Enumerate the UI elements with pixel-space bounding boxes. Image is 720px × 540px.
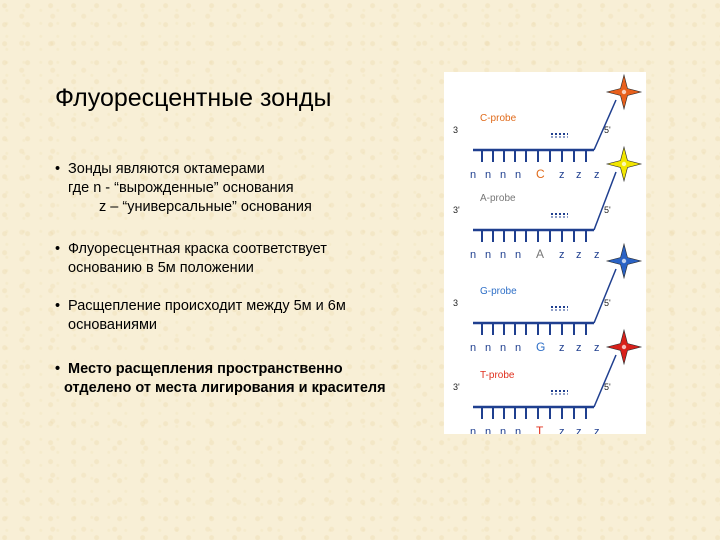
dye-star-highlight: [621, 258, 627, 264]
sequence-letter: z: [576, 426, 582, 434]
sequence-letter: n: [470, 169, 476, 181]
key-base-letter: G: [536, 340, 545, 354]
sequence-letter: z: [594, 249, 600, 261]
key-base-letter: C: [536, 167, 545, 181]
bullet-line: Флуоресцентная краска соответствует: [68, 241, 327, 257]
probe-5prime-label: 5': [604, 205, 611, 215]
dye-linker: [593, 99, 617, 151]
probe-3prime-label: 3: [453, 125, 458, 135]
sequence-letter: n: [485, 426, 491, 434]
probe-name-label: T-probe: [480, 370, 515, 381]
bullet-line: отделено от места лигирования и красител…: [64, 380, 386, 396]
bullet-site-separation: • Место расщепления пространственно отде…: [55, 360, 386, 398]
sequence-letter: n: [470, 342, 476, 354]
dye-linker: [593, 268, 617, 324]
dye-star-highlight: [621, 344, 627, 350]
dye-linker: [593, 354, 617, 408]
sequence-letter: z: [576, 342, 582, 354]
sequence-letter: n: [515, 426, 521, 434]
bullet-octamers: • Зонды являются октамерами где n - “выр…: [55, 160, 312, 217]
dye-star-highlight: [621, 89, 627, 95]
probe-name-label: G-probe: [480, 286, 517, 297]
bullet-line: основанию в 5м положении: [68, 260, 254, 276]
probe-5prime-label: 5': [604, 382, 611, 392]
probe-3prime-label: 3: [453, 298, 458, 308]
bullet-dye: • Флуоресцентная краска соответствует ос…: [55, 240, 327, 278]
sequence-letter: z: [559, 426, 565, 434]
bullet-line: z – “универсальные” основания: [99, 199, 312, 215]
dye-linker: [593, 171, 617, 231]
sequence-letter: n: [500, 342, 506, 354]
bullet-line: где n - “вырожденные” основания: [68, 180, 294, 196]
sequence-letter: z: [559, 342, 565, 354]
sequence-letter: z: [594, 426, 600, 434]
sequence-letter: n: [500, 249, 506, 261]
probe-name-label: C-probe: [480, 113, 517, 124]
sequence-letter: n: [470, 426, 476, 434]
sequence-letter: z: [576, 249, 582, 261]
bullet-dot: •: [55, 241, 61, 257]
bullet-dot: •: [55, 161, 61, 177]
sequence-letter: z: [559, 169, 565, 181]
sequence-letter: z: [594, 169, 600, 181]
key-base-letter: T: [536, 424, 544, 434]
sequence-letter: n: [500, 426, 506, 434]
key-base-letter: A: [536, 247, 544, 261]
probe-5prime-label: 5': [604, 298, 611, 308]
sequence-letter: n: [485, 342, 491, 354]
bullet-cleavage: • Расщепление происходит между 5м и 6м о…: [55, 297, 346, 335]
bullet-line: Место расщепления пространственно: [68, 361, 343, 377]
probe-3prime-label: 3': [453, 205, 460, 215]
sequence-letter: n: [515, 249, 521, 261]
bullet-dot: •: [55, 361, 61, 377]
sequence-letter: n: [515, 342, 521, 354]
slide-title: Флуоресцентные зонды: [55, 84, 332, 112]
sequence-letter: z: [559, 249, 565, 261]
bullet-line: Расщепление происходит между 5м и 6м: [68, 298, 346, 314]
bullet-dot: •: [55, 298, 61, 314]
bullet-line: основаниями: [68, 317, 158, 333]
sequence-letter: z: [576, 169, 582, 181]
probe-name-label: A-probe: [480, 193, 516, 204]
bullet-line: Зонды являются октамерами: [68, 161, 265, 177]
sequence-letter: n: [470, 249, 476, 261]
sequence-letter: n: [485, 169, 491, 181]
sequence-letter: z: [594, 342, 600, 354]
probe-3prime-label: 3': [453, 382, 460, 392]
probe-5prime-label: 5': [604, 125, 611, 135]
sequence-letter: n: [500, 169, 506, 181]
sequence-letter: n: [515, 169, 521, 181]
dye-star-highlight: [621, 161, 627, 167]
sequence-letter: n: [485, 249, 491, 261]
